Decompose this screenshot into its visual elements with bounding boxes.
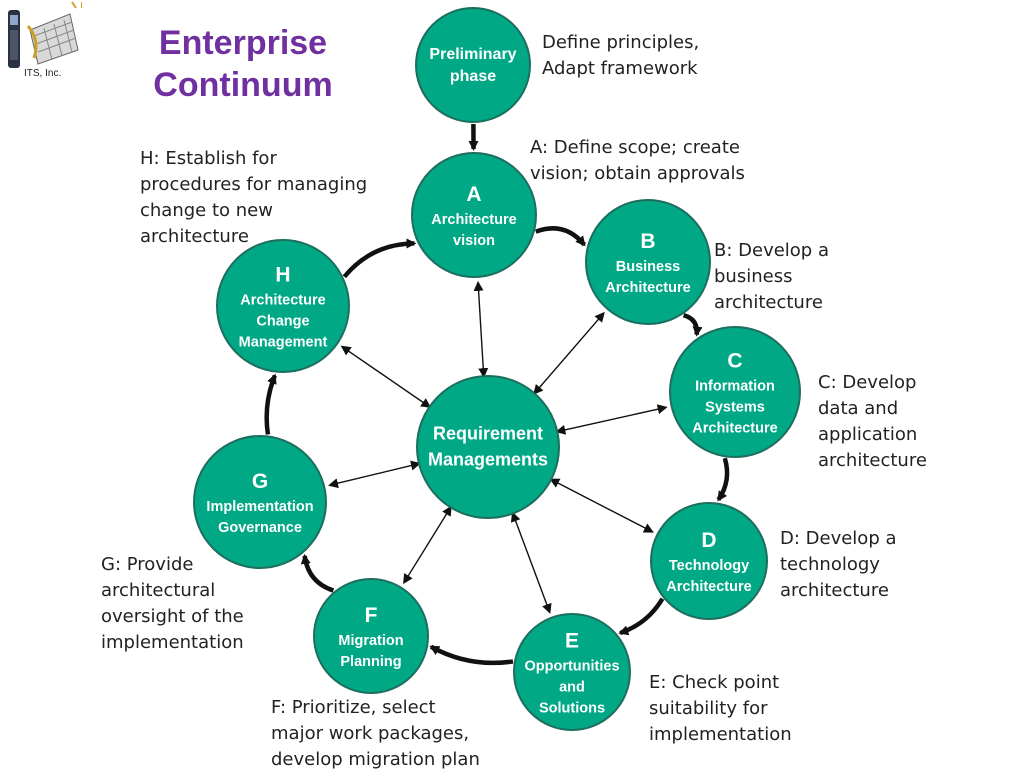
annotation-g: G: Provide architectural oversight of th… bbox=[101, 552, 244, 656]
node-d-label-line: Architecture bbox=[666, 579, 751, 595]
node-preliminary: Preliminary phase bbox=[416, 8, 530, 122]
cycle-arrow-c-to-d bbox=[718, 458, 727, 500]
node-e-label-line: Solutions bbox=[539, 701, 605, 717]
annotation-e: E: Check point suitability for implement… bbox=[649, 670, 792, 748]
node-b-label-line: Architecture bbox=[605, 280, 690, 296]
node-f-label-line: Migration bbox=[338, 633, 403, 649]
annotation-h: H: Establish for procedures for managing… bbox=[140, 146, 367, 250]
node-a-letter: A bbox=[466, 183, 481, 206]
node-requirements-label-line: Requirement bbox=[433, 424, 543, 444]
node-g-label-line: Governance bbox=[218, 520, 302, 536]
spoke-arrow-g bbox=[330, 465, 413, 485]
node-c-label-line: Systems bbox=[705, 400, 765, 416]
node-requirements-circle bbox=[417, 376, 559, 518]
cycle-arrow-e-to-f bbox=[431, 647, 513, 663]
cycle-arrow-b-to-c bbox=[684, 315, 697, 334]
spoke-arrow-e bbox=[515, 519, 550, 612]
node-f-letter: F bbox=[365, 604, 378, 627]
annotation-c: C: Develop data and application architec… bbox=[818, 370, 927, 474]
node-b-label-line: Business bbox=[616, 259, 680, 275]
node-a-label-line: Architecture bbox=[431, 212, 516, 228]
node-a-label-line: vision bbox=[453, 233, 495, 249]
node-preliminary-label-line: phase bbox=[450, 68, 496, 85]
node-requirements-label-line: Managements bbox=[428, 450, 548, 470]
cycle-arrow-f-to-g bbox=[305, 556, 334, 591]
node-h-label-line: Management bbox=[239, 335, 328, 351]
spoke-arrow-d bbox=[556, 482, 652, 531]
spoke-arrow-b bbox=[538, 313, 603, 388]
node-e-letter: E bbox=[565, 630, 579, 653]
spoke-arrow-h bbox=[342, 347, 424, 404]
node-h-label-line: Change bbox=[256, 314, 309, 330]
node-g-label-line: Implementation bbox=[206, 499, 313, 515]
annotation-preliminary: Define principles, Adapt framework bbox=[542, 30, 699, 82]
cycle-arrow-g-to-h bbox=[267, 376, 275, 435]
node-preliminary-label-line: Preliminary bbox=[429, 46, 516, 63]
node-preliminary-circle bbox=[416, 8, 530, 122]
node-e-label-line: Opportunities bbox=[524, 659, 619, 675]
node-c-label-line: Information bbox=[695, 379, 775, 395]
cycle-arrow-d-to-e bbox=[620, 599, 662, 633]
node-a: A Architecture vision bbox=[412, 153, 536, 277]
node-d-label-line: Technology bbox=[669, 558, 749, 574]
cycle-arrow-a-to-b bbox=[536, 228, 584, 244]
spoke-arrow-a bbox=[478, 283, 483, 370]
spoke-arrow-f bbox=[404, 512, 447, 582]
node-c-label-line: Architecture bbox=[692, 421, 777, 437]
node-h-letter: H bbox=[275, 264, 290, 287]
annotation-a: A: Define scope; create vision; obtain a… bbox=[530, 135, 745, 187]
node-g-letter: G bbox=[252, 470, 268, 493]
node-c-letter: C bbox=[727, 350, 742, 373]
node-f-label-line: Planning bbox=[340, 654, 401, 670]
node-h-label-line: Architecture bbox=[240, 293, 325, 309]
spoke-arrow-c bbox=[563, 407, 666, 430]
annotation-b: B: Develop a business architecture bbox=[714, 238, 829, 316]
annotation-d: D: Develop a technology architecture bbox=[780, 526, 897, 604]
node-d-letter: D bbox=[701, 529, 716, 552]
node-e-label-line: and bbox=[559, 680, 585, 696]
annotation-f: F: Prioritize, select major work package… bbox=[271, 695, 480, 773]
node-b-letter: B bbox=[640, 230, 655, 253]
